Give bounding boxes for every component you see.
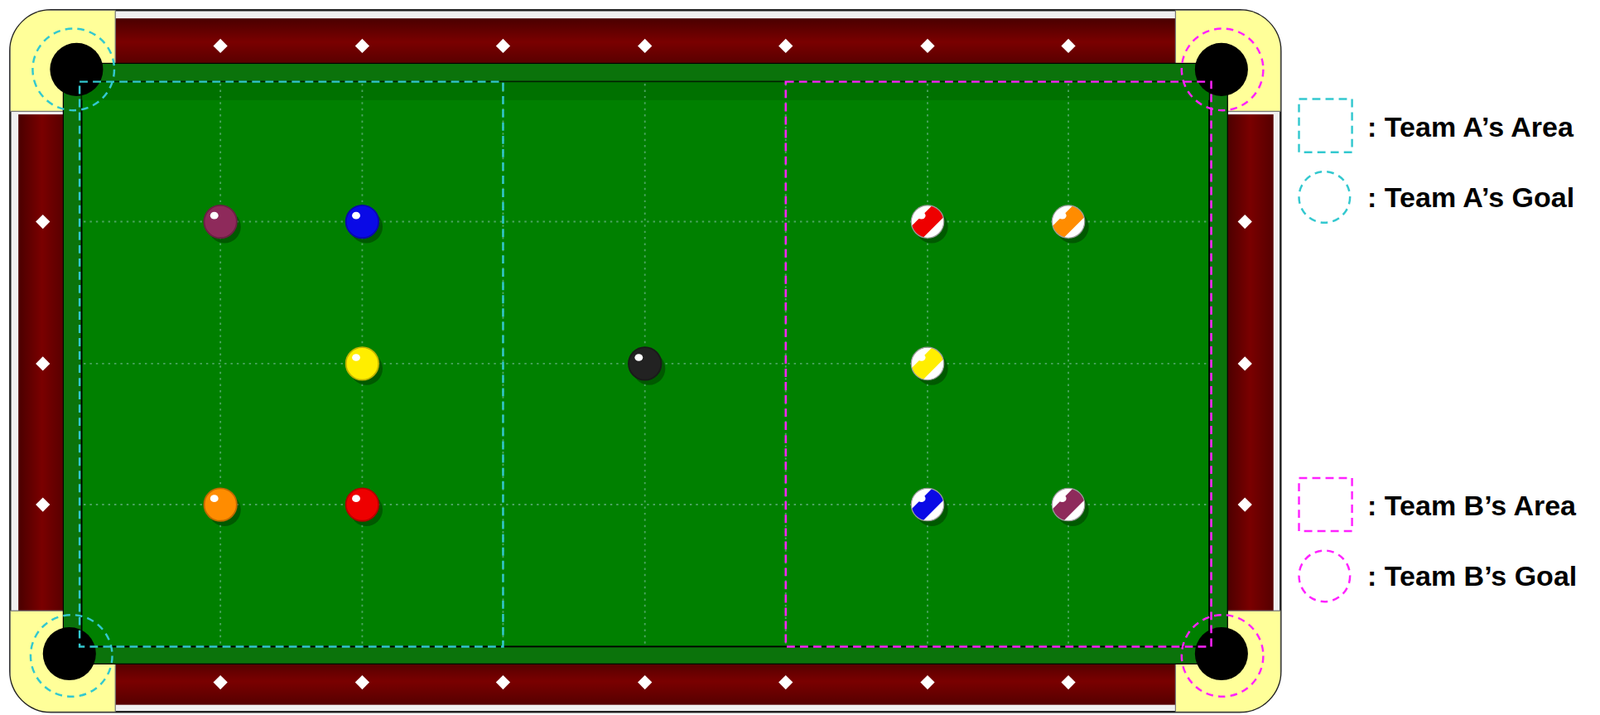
stripe-ball xyxy=(900,336,955,391)
rail-diamond xyxy=(35,496,50,511)
team-goal xyxy=(32,28,115,111)
ball-outline xyxy=(1051,487,1085,521)
ball-highlight xyxy=(351,494,361,502)
pocket xyxy=(1195,43,1249,97)
rail-diamond xyxy=(35,356,50,371)
legend-swatch xyxy=(1299,550,1351,603)
grid-line xyxy=(83,221,1208,223)
legend-text: : Team B’s Goal xyxy=(1367,561,1577,590)
rail-diamond xyxy=(920,38,935,54)
rail-diamond xyxy=(1060,674,1075,690)
rail-diamond xyxy=(355,674,370,690)
rail-diamond xyxy=(496,38,511,54)
rail xyxy=(114,18,1176,66)
ball-highlight xyxy=(351,353,361,362)
ball-body xyxy=(628,346,661,380)
table-body xyxy=(9,9,1281,712)
rail-diamond xyxy=(778,674,793,690)
ball-body xyxy=(346,346,379,380)
ball-body xyxy=(203,487,237,521)
legend-text: : Team A’s Area xyxy=(1367,112,1574,141)
grid-line xyxy=(1067,83,1070,645)
table-frame xyxy=(9,9,1281,712)
rail xyxy=(114,657,1176,705)
legend-swatch xyxy=(1299,477,1353,531)
stripe-ball xyxy=(1040,193,1096,249)
rail-diamond xyxy=(35,214,50,229)
ball-highlight xyxy=(1058,494,1067,502)
rail-diamond xyxy=(637,38,652,54)
pocket xyxy=(49,43,103,97)
pocket xyxy=(43,626,97,680)
ball-stripe xyxy=(900,477,955,532)
rail-diamond xyxy=(1238,214,1253,229)
ball-highlight xyxy=(917,494,926,502)
ball-highlight xyxy=(210,494,219,502)
rail-diamond xyxy=(1060,38,1075,54)
legend-swatch xyxy=(1299,99,1353,153)
stripe-ball xyxy=(1040,477,1096,532)
rail-diamond xyxy=(778,38,793,54)
ball-outline xyxy=(910,346,944,380)
solid-ball xyxy=(203,205,241,244)
legend-text: : Team A’s Goal xyxy=(1367,183,1575,212)
ball-stripe xyxy=(900,193,955,249)
ball-body xyxy=(346,205,379,238)
team-goal xyxy=(30,614,113,697)
rail-diamond xyxy=(920,674,935,690)
solid-ball xyxy=(346,205,383,244)
stripe-ball xyxy=(900,193,955,249)
team-goal xyxy=(1181,614,1264,697)
legend-swatch xyxy=(1299,171,1351,223)
team-area xyxy=(79,81,503,647)
felt xyxy=(81,81,1210,647)
rail xyxy=(1226,114,1274,615)
solid-ball xyxy=(203,487,241,526)
solid-ball xyxy=(346,487,383,526)
rail-diamond xyxy=(1238,496,1253,511)
ball-stripe xyxy=(1040,193,1096,249)
ball-highlight xyxy=(634,353,643,362)
grid-line xyxy=(83,503,1208,506)
pocket xyxy=(1195,626,1249,680)
ball-highlight xyxy=(917,353,926,362)
ball-highlight xyxy=(917,212,926,220)
ball-highlight xyxy=(351,212,361,220)
ball-outline xyxy=(910,487,944,521)
rail-diamond xyxy=(1238,356,1253,371)
rail-diamond xyxy=(355,38,370,54)
cushion xyxy=(62,62,1228,664)
ball-outline xyxy=(1051,205,1085,238)
ball-highlight xyxy=(210,212,219,220)
ball-outline xyxy=(910,205,944,238)
ball-highlight xyxy=(1058,212,1067,220)
solid-ball xyxy=(628,346,666,386)
ball-stripe xyxy=(900,336,955,391)
stripe-ball xyxy=(900,477,955,532)
rail-diamond xyxy=(213,38,228,54)
rail-diamond xyxy=(637,674,652,690)
rail xyxy=(18,114,66,615)
ball-body xyxy=(203,205,237,238)
legend-text: : Team B’s Area xyxy=(1367,491,1576,520)
rail-diamond xyxy=(496,674,511,690)
team-area xyxy=(785,81,1212,647)
ball-stripe xyxy=(1040,477,1096,532)
ball-body xyxy=(346,487,379,521)
solid-ball xyxy=(346,346,383,386)
team-goal xyxy=(1181,28,1264,111)
rail-diamond xyxy=(213,674,228,690)
